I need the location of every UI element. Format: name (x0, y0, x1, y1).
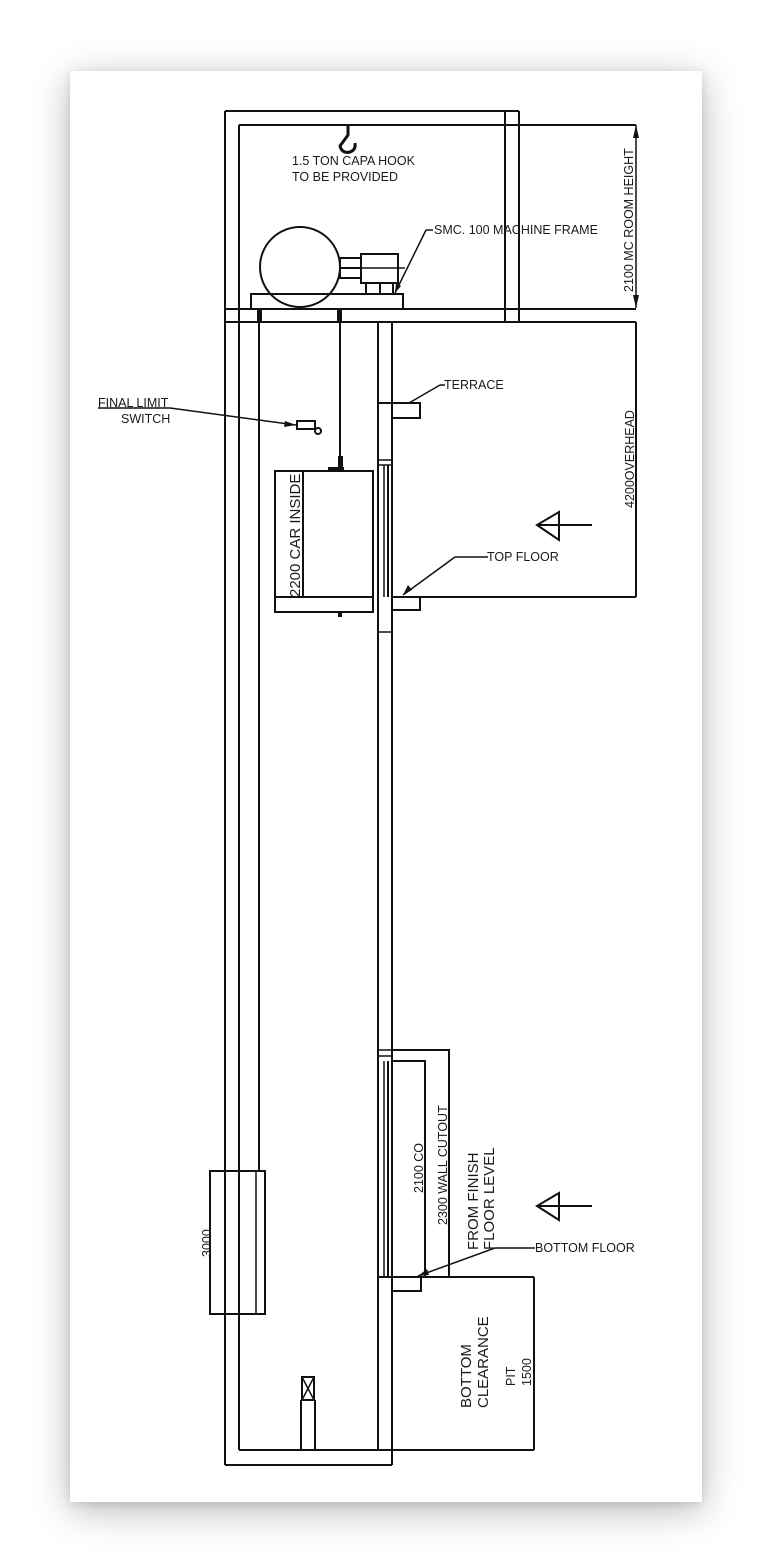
overhead-dimension (392, 322, 637, 598)
wall-cutout-label: 2300 WALL CUTOUT (436, 1105, 450, 1225)
counterweight (209, 1170, 266, 1315)
final-limit-switch (98, 407, 322, 435)
pit-buffer (300, 1376, 316, 1450)
traction-machine (250, 226, 405, 322)
final-limit-label-1: FINAL LIMIT (98, 396, 169, 410)
top-arrow-icon (535, 510, 592, 542)
pit-label-3: PIT (504, 1366, 518, 1386)
ffl-label-1: FROM FINISH (465, 1153, 482, 1251)
terrace-slab (378, 384, 445, 419)
pit-label-2: CLEARANCE (475, 1316, 492, 1408)
bottom-floor-label: BOTTOM FLOOR (535, 1241, 635, 1255)
top-floor-label: TOP FLOOR (487, 550, 559, 564)
bottom-arrow-icon (535, 1191, 592, 1222)
machine-frame-leader (394, 229, 433, 294)
car-inside-label: 2200 CAR INSIDE (287, 474, 304, 597)
hook-label-2: TO BE PROVIDED (292, 170, 398, 184)
hoistway (225, 322, 534, 1466)
hook-icon (338, 125, 357, 154)
top-floor-landing (378, 459, 488, 633)
pit-value: 1500 (520, 1358, 534, 1386)
machine-frame-label: SMC. 100 MACHINE FRAME (434, 223, 598, 237)
mc-room-height-label: 2100 MC ROOM HEIGHT (622, 148, 636, 292)
machine-room (224, 110, 636, 1465)
mc-room-height-dimension (633, 125, 639, 308)
terrace-label: TERRACE (444, 378, 504, 392)
hook-label-1: 1.5 TON CAPA HOOK (292, 154, 416, 168)
counterweight-label: 3000 (200, 1229, 214, 1257)
bottom-floor-landing (378, 1049, 535, 1450)
overhead-label: 4200OVERHEAD (623, 410, 637, 508)
ffl-label-2: FLOOR LEVEL (481, 1147, 498, 1250)
elevator-car (274, 456, 374, 617)
co-label: 2100 CO (412, 1143, 426, 1193)
pit-label-1: BOTTOM (458, 1344, 475, 1408)
final-limit-label-2: SWITCH (121, 412, 170, 426)
